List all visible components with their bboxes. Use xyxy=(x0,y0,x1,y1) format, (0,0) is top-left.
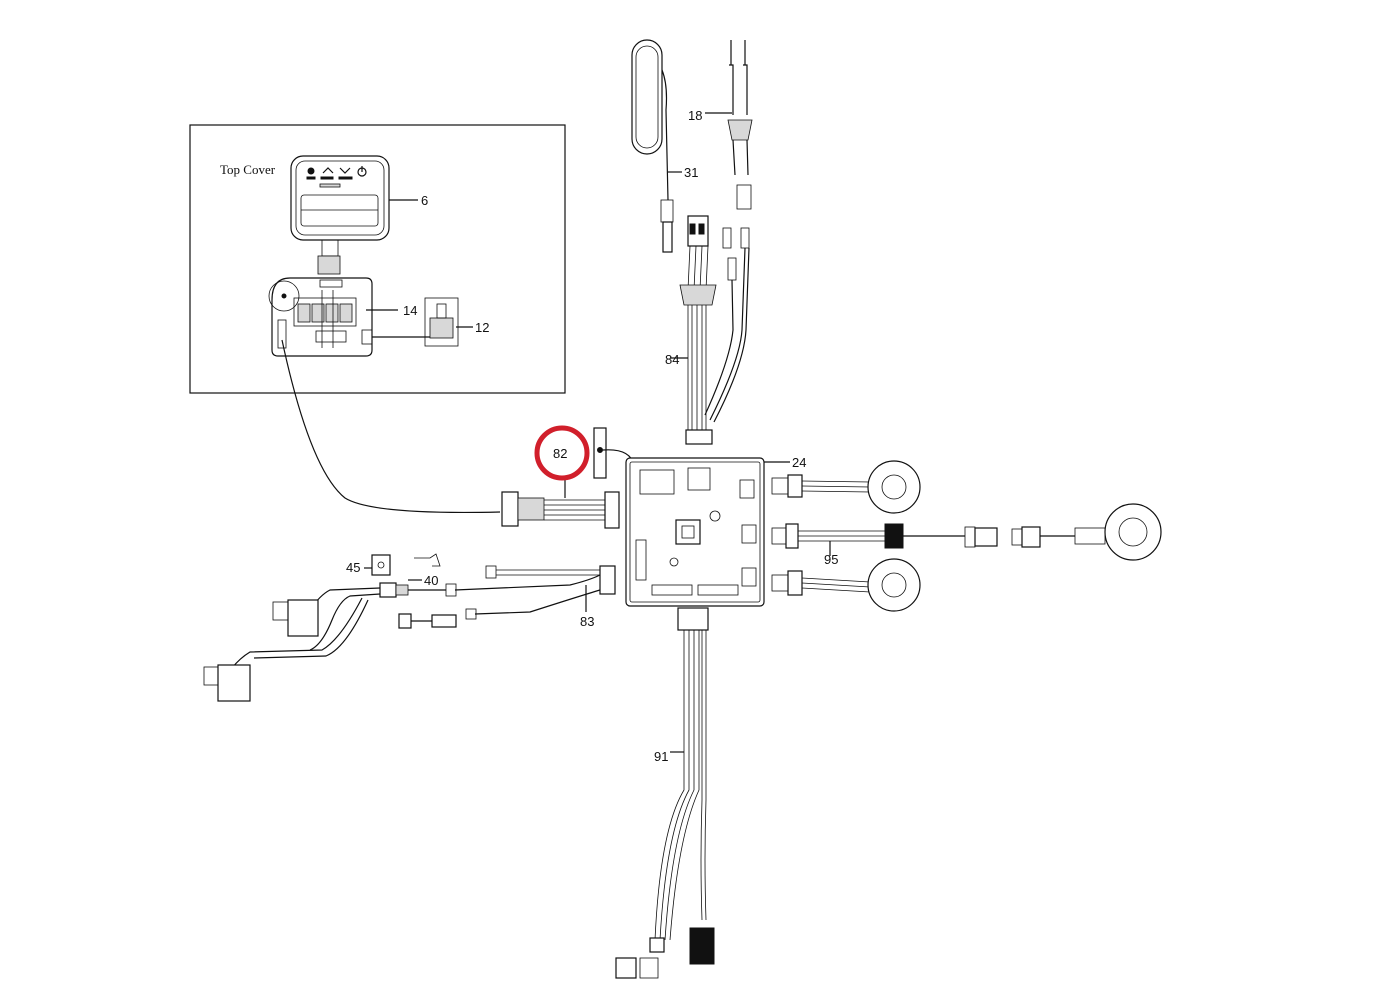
callout-91: 91 xyxy=(654,749,668,764)
remote-sensor[interactable] xyxy=(631,39,682,253)
main-harness[interactable] xyxy=(670,215,750,445)
callout-82: 82 xyxy=(553,446,567,461)
bottom-harness-91[interactable] xyxy=(615,607,715,979)
inset-title: Top Cover xyxy=(220,162,276,177)
solenoid-right[interactable] xyxy=(203,597,369,702)
control-board[interactable] xyxy=(268,277,398,357)
callout-6: 6 xyxy=(421,193,428,208)
motor-top[interactable] xyxy=(771,460,921,514)
callout-84: 84 xyxy=(665,352,679,367)
callout-40: 40 xyxy=(424,573,438,588)
callout-95: 95 xyxy=(824,552,838,567)
motor-middle[interactable] xyxy=(771,503,1162,561)
left-harness-83[interactable] xyxy=(445,565,616,620)
callout-14: 14 xyxy=(403,303,417,318)
top-cover-inset: Top Cover 6 xyxy=(189,124,566,394)
chevron-up-icon xyxy=(320,167,334,180)
grid-icon xyxy=(306,167,316,180)
callout-31: 31 xyxy=(684,165,698,180)
ribbon-cable xyxy=(281,339,501,514)
motor-bottom[interactable] xyxy=(771,558,921,612)
highlight-ring xyxy=(534,425,590,481)
sensor-bracket-45[interactable] xyxy=(364,553,441,576)
connector-40[interactable] xyxy=(379,579,457,629)
solenoid-left[interactable] xyxy=(272,587,381,651)
callout-18: 18 xyxy=(688,108,702,123)
control-panel[interactable] xyxy=(290,155,418,275)
chevron-down-icon xyxy=(338,167,353,180)
main-control-board[interactable] xyxy=(625,457,790,607)
part-82-cable[interactable] xyxy=(501,477,620,529)
power-icon xyxy=(357,166,367,177)
callout-83: 83 xyxy=(580,614,594,629)
callout-24: 24 xyxy=(792,455,806,470)
switch[interactable] xyxy=(361,297,473,347)
sensor-tab[interactable] xyxy=(593,427,635,479)
callout-12: 12 xyxy=(475,320,489,335)
power-lead[interactable] xyxy=(705,40,753,210)
callout-45: 45 xyxy=(346,560,360,575)
